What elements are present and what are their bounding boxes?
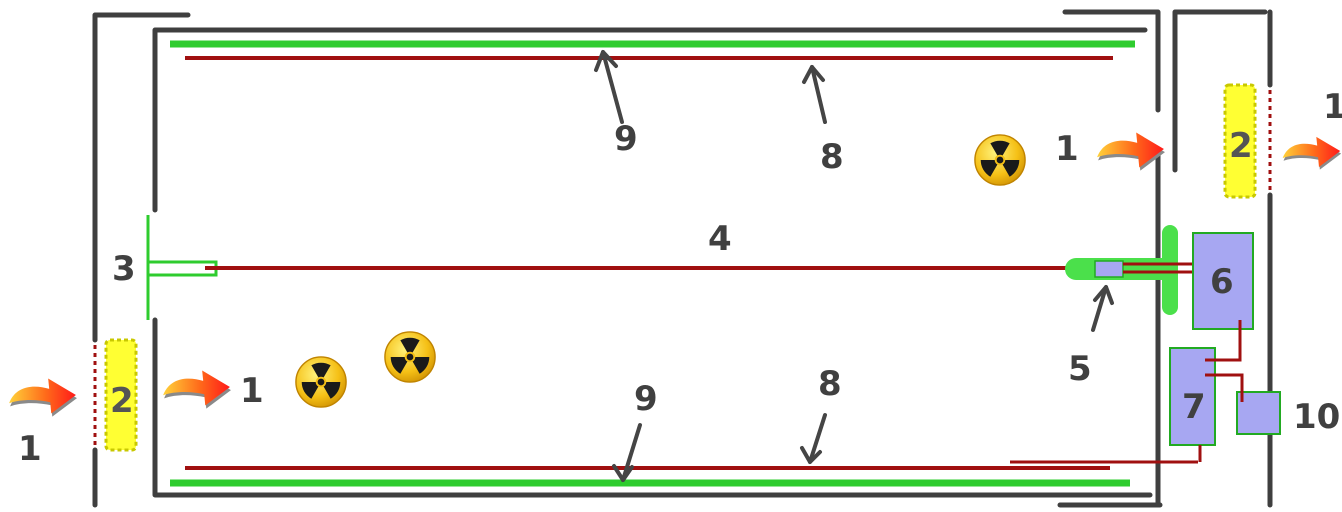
label-gas-inner: 1 [240, 371, 264, 411]
label-electrode-bottom: 9 [634, 379, 658, 419]
filter-left [104, 338, 138, 452]
gas-flow-arrow-icon [9, 378, 77, 417]
label-cathode-bottom: 8 [818, 364, 842, 404]
radiation-icon [295, 356, 347, 408]
pointer-arrows [594, 50, 1114, 482]
label-anode-mount: 3 [112, 249, 136, 289]
label-unit-6: 6 [1210, 262, 1234, 302]
label-unit-7: 7 [1182, 387, 1206, 427]
label-filter-left: 2 [110, 381, 134, 421]
unit-10-box [1236, 391, 1281, 435]
label-gas-inlet: 1 [18, 429, 42, 469]
label-readout: 5 [1068, 349, 1092, 389]
label-cathode-top: 8 [820, 137, 844, 177]
gas-flow-arrow-icon [163, 370, 231, 409]
radiation-icon [384, 331, 436, 383]
filter-right [1223, 83, 1257, 199]
unit-6-box [1192, 232, 1254, 330]
label-filter-right: 2 [1229, 126, 1253, 166]
label-anode-wire: 4 [708, 219, 732, 259]
outer-housing [92, 9, 1273, 508]
label-gas-outlet: 1 [1323, 87, 1342, 127]
label-electrode-top: 9 [614, 119, 638, 159]
wiring [1198, 320, 1244, 462]
radiation-icon [974, 134, 1026, 186]
inner-chamber [152, 9, 1163, 508]
unit-7-box [1169, 347, 1216, 446]
label-gas-chamber: 1 [1055, 129, 1079, 169]
label-unit-10: 10 [1293, 397, 1340, 437]
readout-feedthrough [1065, 225, 1193, 315]
gas-flow-arrow-icon [1282, 136, 1342, 170]
gas-flow-arrow-icon [1097, 132, 1165, 171]
